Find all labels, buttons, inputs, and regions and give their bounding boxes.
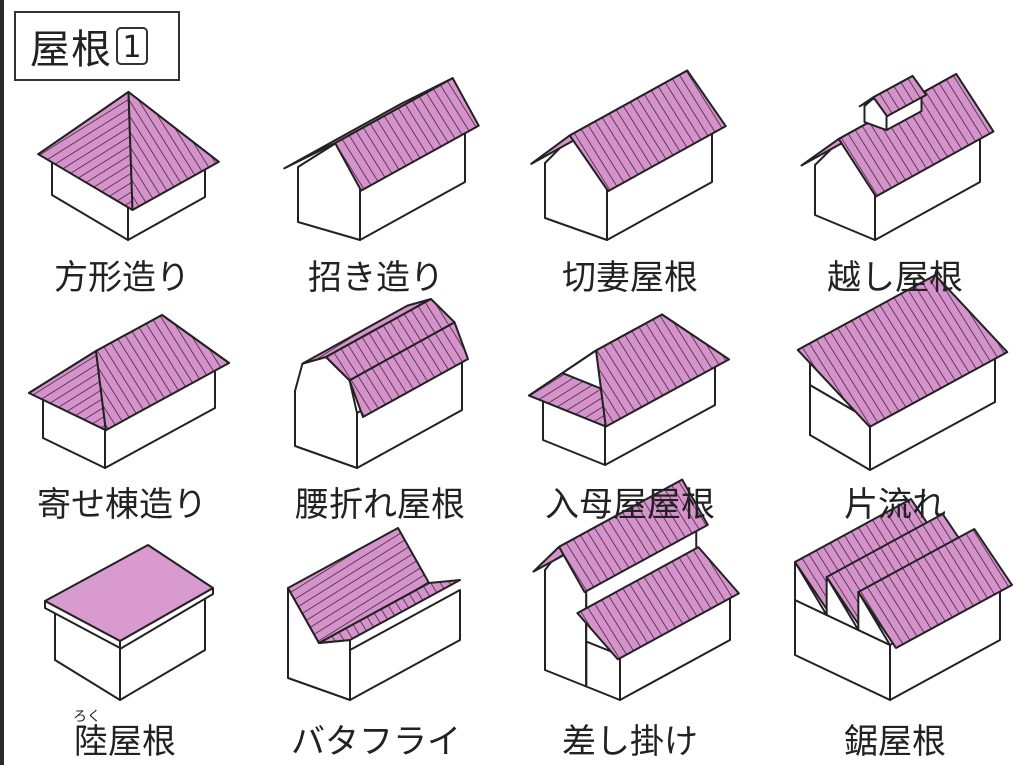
sawtooth-gable <box>857 591 891 646</box>
front-roof-slope <box>872 74 928 118</box>
house-kirizuma <box>530 69 727 241</box>
label-katanagare: 片流れ <box>844 485 946 525</box>
house-katanagare <box>796 274 1009 471</box>
house-rikuyane <box>44 544 214 701</box>
label-nokogiri: 鋸屋根 <box>844 722 946 762</box>
page-title: 屋根 <box>30 27 112 73</box>
sawtooth-gable <box>825 576 860 631</box>
house-nokogiri <box>794 498 1013 701</box>
house-maneki <box>283 77 480 241</box>
front-roof-slope <box>558 478 709 594</box>
house-koshiore <box>294 298 469 469</box>
front-butterfly-slope <box>318 579 461 644</box>
label-kirizuma: 切妻屋根 <box>562 258 698 298</box>
gable-triangle <box>561 349 602 390</box>
house-irimoya <box>527 313 731 466</box>
mono-roof-slope <box>796 274 1009 428</box>
label-hogyo: 方形造り <box>54 258 190 298</box>
lower-roof-slope <box>348 321 469 418</box>
front-roof-slope <box>127 91 220 211</box>
front-roof-slope <box>837 73 995 198</box>
window-edge <box>0 0 4 765</box>
title-number: 1 <box>116 27 148 65</box>
label-koshiore: 腰折れ屋根 <box>295 485 465 525</box>
label-koshi: 越し屋根 <box>827 258 963 298</box>
house-butterfly <box>287 527 461 701</box>
label-sashikake: 差し掛け <box>562 722 698 762</box>
label-maneki: 招き造り <box>308 258 444 298</box>
label-rikuyane: 陸屋根 <box>74 722 176 762</box>
front-roof-slope <box>334 77 480 192</box>
house-yosemune <box>27 314 231 469</box>
front-roof-slope <box>568 69 727 193</box>
right-wall <box>349 589 461 701</box>
label-yosemune: 寄せ棟造り <box>37 485 207 525</box>
ruby-roku: ろく <box>73 709 101 725</box>
house-sashikake <box>532 478 740 701</box>
label-irimoya: 入母屋屋根 <box>545 485 715 525</box>
label-butterfly: バタフライ <box>291 722 461 762</box>
mono-roof-slope <box>576 546 740 661</box>
sawtooth-gable <box>794 561 828 616</box>
front-roof-slope <box>95 314 231 432</box>
roof-slab-side <box>44 600 121 649</box>
title-box: 屋根 1 <box>14 11 180 81</box>
sawtooth-roof-slope <box>857 528 1013 649</box>
house-koshi <box>800 73 995 241</box>
house-hogyo <box>37 91 220 241</box>
